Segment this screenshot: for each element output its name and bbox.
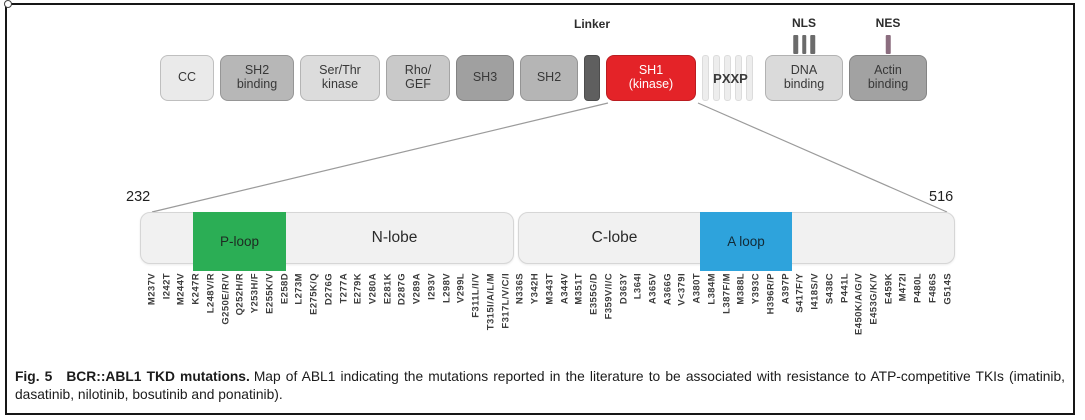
- pxxp-stripe: [724, 55, 731, 101]
- mutation-label: A397P: [780, 273, 792, 305]
- mutation-label: V<379I: [676, 273, 688, 306]
- mutation-label: I418S/V: [809, 273, 821, 310]
- mutation-label: A366G: [662, 273, 674, 306]
- figure-border: [5, 3, 1075, 415]
- mutation-label: E258D: [279, 273, 291, 305]
- mutation-label: L387F/M: [721, 273, 733, 314]
- mutation-label: L248V/R: [205, 273, 217, 314]
- mutation-label: A365V: [647, 273, 659, 305]
- mutation-label: D276G: [323, 273, 335, 306]
- caption-title: BCR::ABL1 TKD mutations.: [66, 369, 250, 384]
- mutation-label: V289A: [411, 273, 423, 305]
- domain-sh1-kinase: SH1 (kinase): [606, 55, 696, 101]
- mutation-label: L273M: [293, 273, 305, 305]
- c-lobe-label: C-lobe: [591, 229, 638, 246]
- mutation-label: E255K/V: [264, 273, 276, 314]
- mutation-label: E453G/K/V: [868, 273, 880, 325]
- mutation-label: G250E/R/V: [220, 273, 232, 325]
- domain-label-pxxp: PXXP: [713, 70, 748, 86]
- mutation-label: P441L: [839, 273, 851, 303]
- linker-label: Linker: [573, 16, 611, 31]
- mutation-label: M343T: [544, 273, 556, 305]
- mutation-label: E459K: [883, 273, 895, 305]
- mutation-label: L298V: [441, 273, 453, 303]
- tick-bar: [885, 35, 891, 54]
- a-loop-label: A loop: [727, 234, 765, 249]
- mutation-label: Q252H/R: [234, 273, 246, 316]
- nes-tick: [885, 35, 891, 54]
- mutation-label: K247R: [190, 273, 202, 305]
- mutation-label: T277A: [338, 273, 350, 304]
- mutation-label: A344V: [559, 273, 571, 305]
- mutation-label: G514S: [942, 273, 954, 305]
- mutation-label: T315I/A/L/M: [485, 273, 497, 331]
- mutation-label: V299L: [455, 273, 467, 303]
- residue-end: 516: [929, 189, 954, 205]
- domain-cc: CC: [160, 55, 214, 101]
- caption-body: Map of ABL1 indicating the mutations rep…: [15, 369, 1065, 403]
- mutation-label: S438C: [824, 273, 836, 305]
- p-loop-label: P-loop: [219, 234, 260, 249]
- mutation-label: I242T: [161, 273, 173, 300]
- domain-ser-thr-kinase: Ser/Thr kinase: [300, 55, 380, 101]
- mutation-label: M244V: [175, 273, 187, 306]
- mutation-label: E450K/A/G/V: [853, 273, 865, 335]
- pxxp-stripe: [735, 55, 742, 101]
- pxxp-stripe: [702, 55, 709, 101]
- domain-linker: Linker: [574, 17, 610, 101]
- corner-mark: [4, 0, 12, 8]
- residue-start: 232: [126, 189, 151, 205]
- mutation-label: D287G: [396, 273, 408, 306]
- domain-pxxp: PXXP: [702, 55, 759, 101]
- pxxp-stripe: [713, 55, 720, 101]
- mutation-label: Y253H/F: [249, 273, 261, 314]
- mutation-label: Y393C: [750, 273, 762, 305]
- a-loop-segment: A loop: [700, 212, 792, 271]
- mutation-label: S417F/Y: [794, 273, 806, 313]
- mutation-label: F311L/I/V: [470, 273, 482, 318]
- nls-ticks: [793, 35, 815, 54]
- domain-sh2-binding: SH2 binding: [220, 55, 294, 101]
- domain-sh2: SH2: [520, 55, 578, 101]
- nes-label: NES: [875, 15, 901, 30]
- caption-fig-label: Fig. 5: [15, 369, 53, 384]
- mutation-label: N336S: [514, 273, 526, 305]
- mutation-label: F486S: [927, 273, 939, 303]
- n-lobe-label: N-lobe: [371, 229, 418, 246]
- mutation-label: E355G/D: [588, 273, 600, 315]
- domain-sh3: SH3: [456, 55, 514, 101]
- domain-rho-gef: Rho/ GEF: [386, 55, 450, 101]
- mutation-label: M388L: [735, 273, 747, 305]
- mutation-label: I293V: [426, 273, 438, 300]
- figure-caption: Fig. 5 BCR::ABL1 TKD mutations.Map of ABL…: [15, 368, 1065, 404]
- mutation-label: V280A: [367, 273, 379, 305]
- c-lobe-box: C-lobe A loop: [518, 212, 955, 271]
- mutation-label: M237V: [146, 273, 158, 306]
- mutation-label: E279K: [352, 273, 364, 305]
- mutation-label: F317L/V/C/I: [500, 273, 512, 329]
- mutation-label: E281K: [382, 273, 394, 305]
- nls-label: NLS: [792, 15, 816, 30]
- mutation-label: D363Y: [618, 273, 629, 305]
- mutation-label: L364I: [632, 273, 644, 300]
- tick-bar: [810, 35, 815, 54]
- mutation-label: Y342H: [529, 273, 541, 305]
- mutation-label: M472I: [897, 273, 909, 302]
- mutation-label: F359V/I/C: [603, 273, 615, 320]
- tick-bar: [793, 35, 798, 54]
- pxxp-stripe: [746, 55, 753, 101]
- mutation-label: M351T: [573, 273, 585, 305]
- mutation-label: A380T: [691, 273, 703, 304]
- mutation-label: H396R/P: [765, 273, 777, 315]
- mutation-label: P480L: [912, 273, 924, 303]
- tick-bar: [801, 35, 807, 54]
- p-loop-segment: P-loop: [193, 212, 286, 271]
- mutation-label: E275K/Q: [308, 273, 320, 315]
- mutation-label: L384M: [706, 273, 718, 305]
- n-lobe-box: P-loop N-lobe: [140, 212, 514, 271]
